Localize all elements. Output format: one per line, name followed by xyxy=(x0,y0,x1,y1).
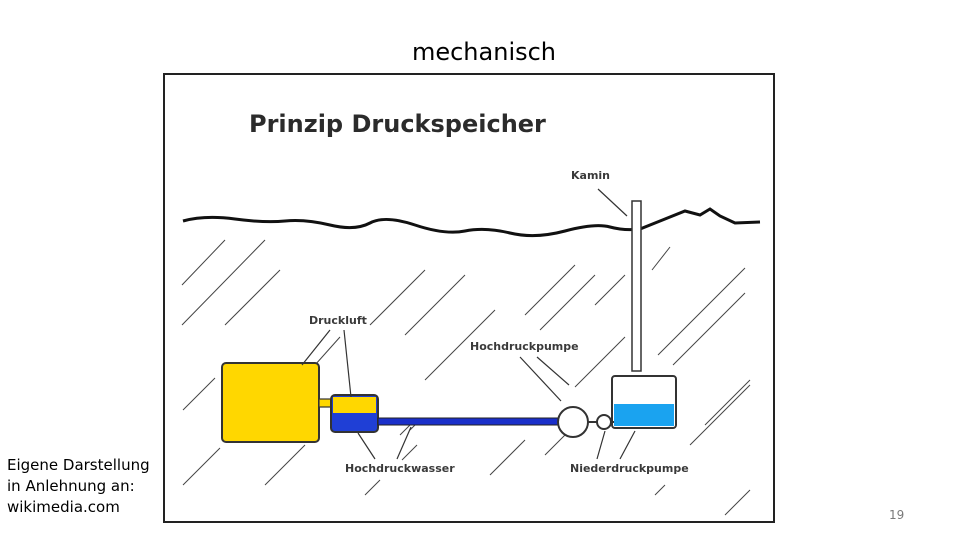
label-niederdruckpumpe: Niederdruckpumpe xyxy=(570,462,689,475)
hochdruckpumpe xyxy=(557,406,589,438)
druckluft-tank xyxy=(221,362,320,443)
credit-line-1: Eigene Darstellung xyxy=(7,456,150,474)
label-hochdruckpumpe: Hochdruckpumpe xyxy=(470,340,579,353)
diagram-frame: Prinzip Druckspeicher Kamin Druckluft Ho… xyxy=(163,73,775,523)
pointer-niederdruckpumpe-2 xyxy=(619,430,636,460)
pressure-vessel-air xyxy=(333,397,376,413)
hochdruckwasser-pipe xyxy=(377,417,559,426)
ground-hatching xyxy=(181,239,751,516)
pointer-hochdruckpumpe-2 xyxy=(536,356,570,386)
image-credit: Eigene Darstellung in Anlehnung an: wiki… xyxy=(7,455,150,518)
pointer-druckluft-2 xyxy=(343,329,352,398)
ground-surface-line xyxy=(182,207,761,238)
pointer-hochdruckwasser-2 xyxy=(396,426,412,460)
low-pressure-water xyxy=(614,404,674,426)
page-number: 19 xyxy=(889,508,905,522)
pointer-druckluft-1 xyxy=(301,329,331,366)
label-kamin: Kamin xyxy=(571,169,610,182)
tank-connector xyxy=(318,398,332,408)
kamin-pipe xyxy=(631,200,642,372)
pointer-kamin xyxy=(597,188,628,217)
pointer-niederdruckpumpe-1 xyxy=(596,430,606,460)
slide-title: mechanisch xyxy=(411,38,557,66)
pointer-hochdruckwasser-1 xyxy=(357,432,376,460)
label-druckluft: Druckluft xyxy=(309,314,367,327)
diagram-title: Prinzip Druckspeicher xyxy=(249,110,546,138)
label-hochdruckwasser: Hochdruckwasser xyxy=(345,462,455,475)
pointer-hochdruckpumpe-1 xyxy=(519,356,562,402)
credit-line-3: wikimedia.com xyxy=(7,498,120,516)
credit-line-2: in Anlehnung an: xyxy=(7,477,135,495)
druckspeicher-diagram: Prinzip Druckspeicher Kamin Druckluft Ho… xyxy=(181,110,761,516)
niederdruckpumpe xyxy=(596,414,612,430)
